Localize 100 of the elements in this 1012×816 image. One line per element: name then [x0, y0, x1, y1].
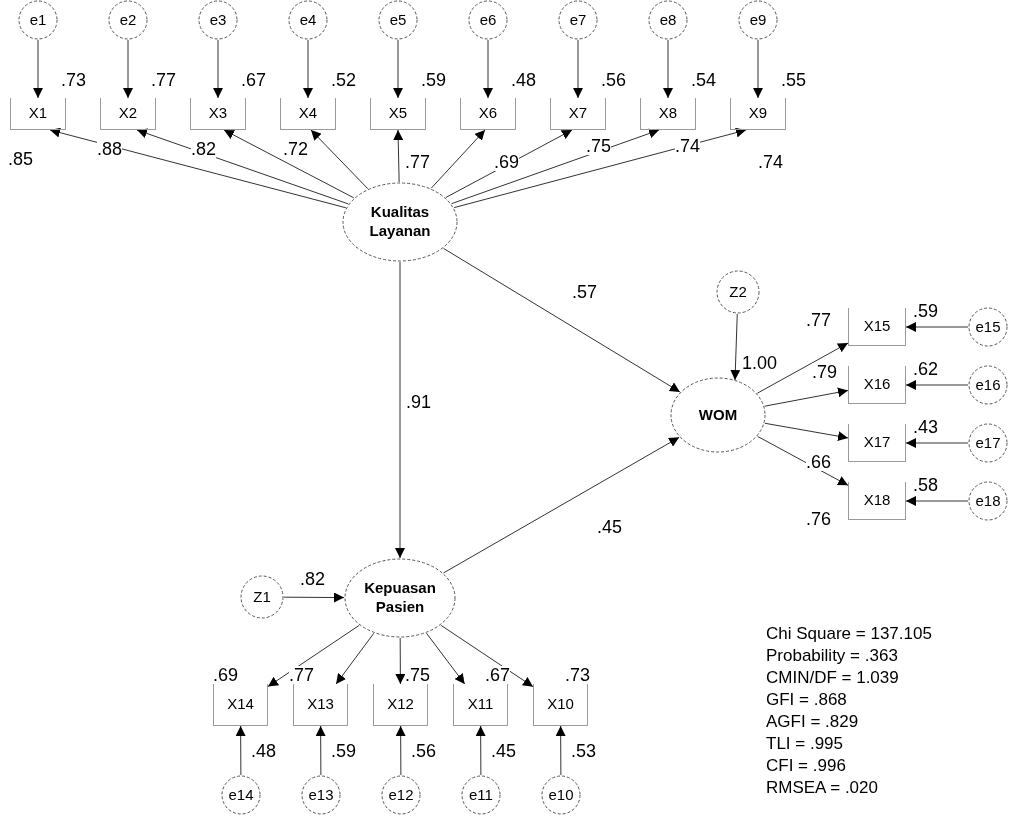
- arrow: [395, 261, 405, 559]
- coefficient-label: .59: [331, 742, 357, 760]
- node-label: e6: [479, 10, 497, 30]
- error-circle: [461, 775, 501, 815]
- fit-statistic: CFI = .996: [766, 755, 847, 777]
- coefficient-label: .77: [151, 71, 177, 89]
- arrow: [283, 592, 345, 603]
- error-circle: [968, 481, 1008, 521]
- error-circle: [198, 0, 238, 40]
- node-label: e8: [659, 10, 677, 30]
- node-label: e2: [119, 10, 137, 30]
- edge-label: .69: [213, 666, 239, 684]
- arrow: [905, 322, 969, 332]
- arrow: [573, 39, 583, 99]
- error-circle: [18, 0, 58, 40]
- coefficient-label: .62: [913, 360, 939, 378]
- edge-label: .66: [806, 453, 832, 471]
- error-circle: [468, 0, 508, 40]
- arrow: [555, 725, 566, 776]
- edge-label: .77: [806, 311, 832, 329]
- node-label: e13: [308, 785, 334, 805]
- node-label: X18: [863, 491, 891, 510]
- node-label: e10: [548, 785, 574, 805]
- coefficient-label: .54: [691, 71, 717, 89]
- edge-label: .88: [97, 140, 123, 158]
- edge-label: .73: [565, 666, 591, 684]
- arrow: [395, 637, 406, 685]
- node-label: X4: [298, 104, 318, 123]
- arrow: [123, 39, 133, 99]
- coefficient-label: .73: [61, 71, 87, 89]
- coefficient-label: .48: [251, 742, 277, 760]
- arrow: [663, 39, 673, 99]
- arrow: [310, 129, 369, 190]
- node-label: X15: [863, 317, 891, 336]
- node-label: WOM: [697, 405, 739, 425]
- arrow: [223, 129, 355, 199]
- edge-label: .79: [812, 363, 838, 381]
- arrow: [443, 247, 681, 393]
- node-label: Z2: [729, 282, 747, 302]
- node-label: Kualitas Layanan: [368, 203, 432, 241]
- arrow: [213, 39, 223, 99]
- arrow: [440, 624, 534, 688]
- arrow: [267, 624, 360, 688]
- edge-label: .57: [572, 283, 598, 301]
- edge-label: .77: [405, 153, 431, 171]
- fit-statistic: AGFI = .829: [766, 711, 860, 733]
- edge-label: .85: [8, 150, 34, 168]
- error-circle: [381, 775, 421, 815]
- edge-label: .77: [289, 666, 315, 684]
- node-label: e14: [228, 785, 254, 805]
- fit-statistic: CMIN/DF = 1.039: [766, 667, 900, 689]
- edge-label: .69: [494, 153, 520, 171]
- arrow: [483, 39, 493, 99]
- arrow: [315, 725, 326, 776]
- coefficient-label: .48: [511, 71, 537, 89]
- arrow: [303, 39, 313, 99]
- disturbance-circle: [716, 270, 760, 314]
- error-circle: [108, 0, 148, 40]
- edge-label: .72: [283, 140, 309, 158]
- node-label: Z1: [253, 587, 271, 607]
- coefficient-label: .45: [491, 742, 517, 760]
- edge-label: .74: [675, 137, 701, 155]
- node-label: X14: [227, 695, 254, 714]
- node-label: X11: [467, 695, 494, 714]
- edge-label: .91: [406, 393, 432, 411]
- fit-statistic: GFI = .868: [766, 689, 848, 711]
- node-label: X13: [307, 695, 334, 714]
- node-label: X7: [568, 104, 588, 123]
- disturbance-circle: [240, 575, 284, 619]
- node-label: e17: [975, 433, 1001, 453]
- coefficient-label: .56: [601, 71, 627, 89]
- error-circle: [541, 775, 581, 815]
- fit-statistic: Probability = .363: [766, 645, 899, 667]
- coefficient-label: .52: [331, 71, 357, 89]
- coefficient-label: .58: [913, 476, 939, 494]
- error-circle: [738, 0, 778, 40]
- coefficient-label: .67: [241, 71, 267, 89]
- fit-statistic: Chi Square = 137.105: [766, 623, 932, 645]
- arrow: [33, 39, 43, 99]
- arrow: [49, 127, 347, 209]
- arrow: [443, 436, 680, 574]
- edge-label: .45: [597, 518, 623, 536]
- node-label: X9: [748, 104, 768, 123]
- error-circle: [378, 0, 418, 40]
- coefficient-label: .82: [300, 570, 326, 588]
- fit-statistic: TLI = .995: [766, 733, 845, 755]
- coefficient-label: 1.00: [742, 354, 778, 372]
- node-label: X16: [863, 375, 891, 394]
- error-circle: [968, 307, 1008, 347]
- error-circle: [221, 775, 261, 815]
- arrow: [335, 632, 375, 685]
- node-label: e1: [29, 10, 47, 30]
- arrow: [905, 496, 969, 506]
- arrow: [730, 313, 741, 381]
- latent-ellipse: [342, 182, 458, 262]
- node-label: e11: [469, 785, 493, 805]
- arrow: [475, 725, 486, 776]
- node-label: e3: [209, 10, 227, 30]
- node-label: e12: [388, 785, 414, 805]
- edge-label: .74: [758, 153, 784, 171]
